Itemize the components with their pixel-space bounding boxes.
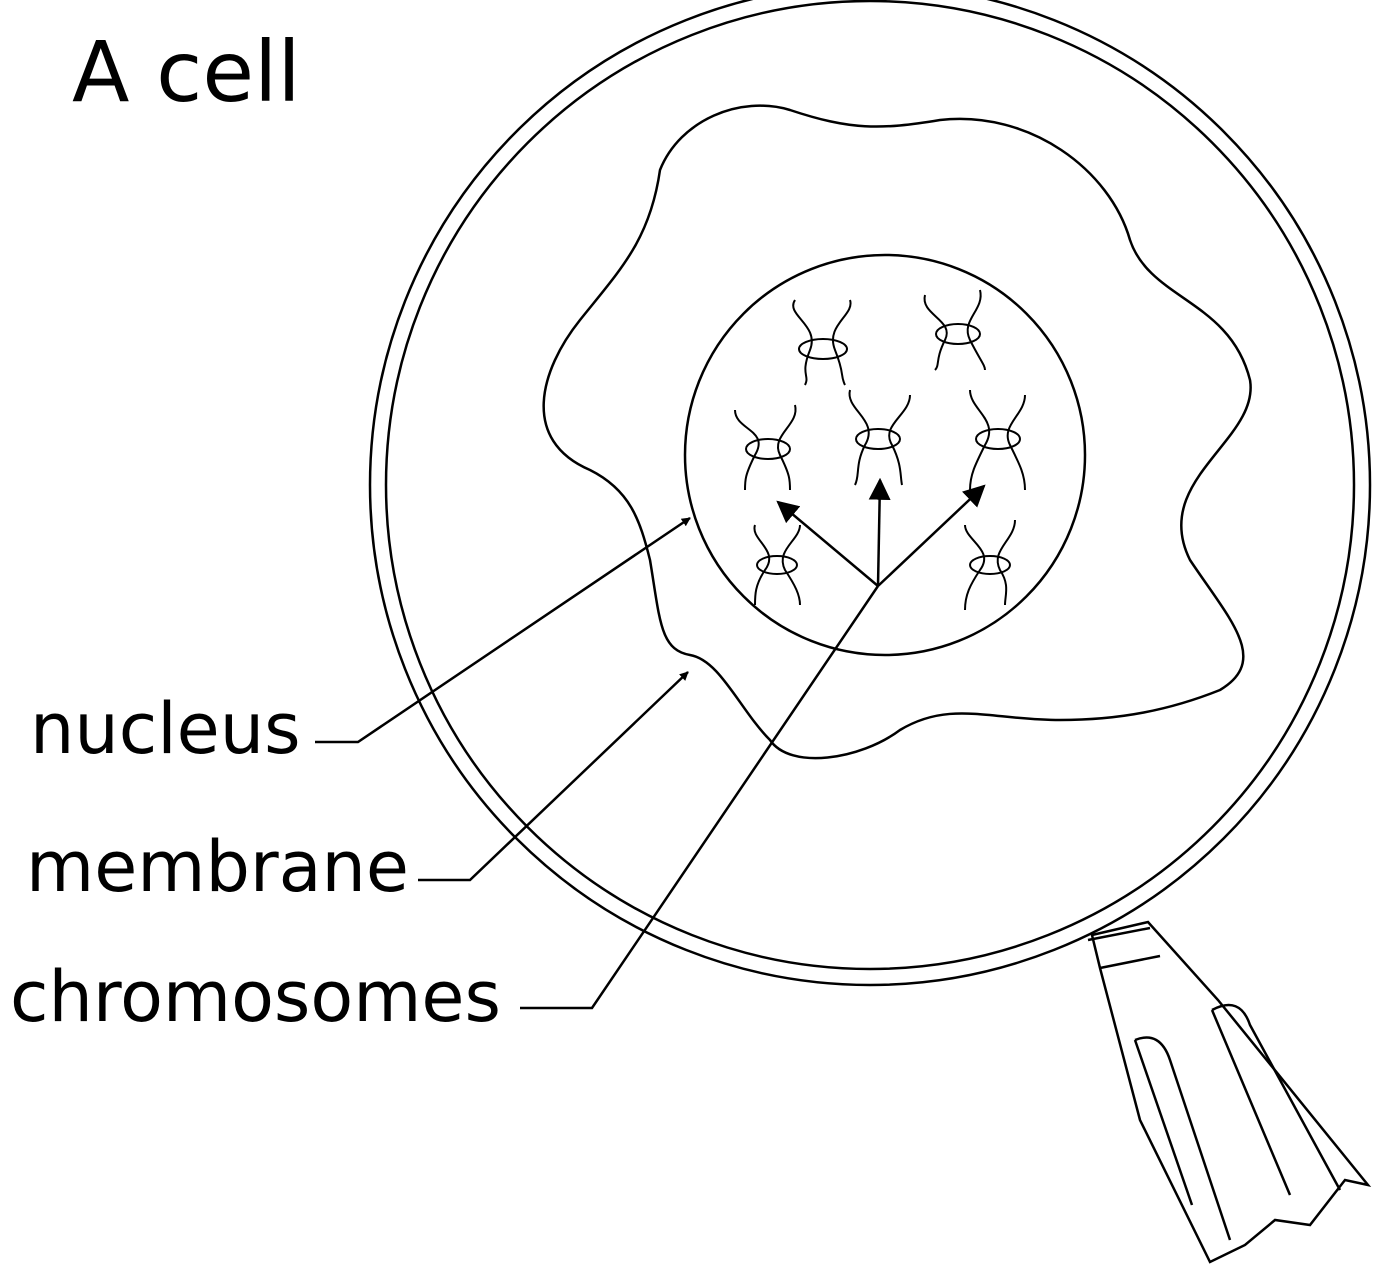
membrane-leader (418, 672, 688, 880)
nucleus-label: nucleus (30, 694, 301, 764)
membrane-label: membrane (26, 832, 409, 902)
diagram-title: A cell (72, 30, 301, 114)
chromosome (970, 390, 1025, 490)
nucleus-leader (315, 518, 690, 742)
magnifier-handle (1088, 922, 1368, 1262)
cell-membrane (544, 106, 1251, 758)
chromosome (965, 520, 1015, 610)
chromosome (793, 300, 850, 385)
chromosome (925, 290, 985, 370)
chromosome (735, 405, 796, 490)
chromosome (754, 525, 800, 605)
chromosomes-label: chromosomes (10, 962, 501, 1032)
chromosomes-leader (520, 480, 984, 1008)
magnifier-rim (370, 0, 1370, 985)
chromosomes-group (735, 290, 1025, 610)
chromosome (850, 390, 910, 485)
nucleus-outline (685, 255, 1085, 655)
